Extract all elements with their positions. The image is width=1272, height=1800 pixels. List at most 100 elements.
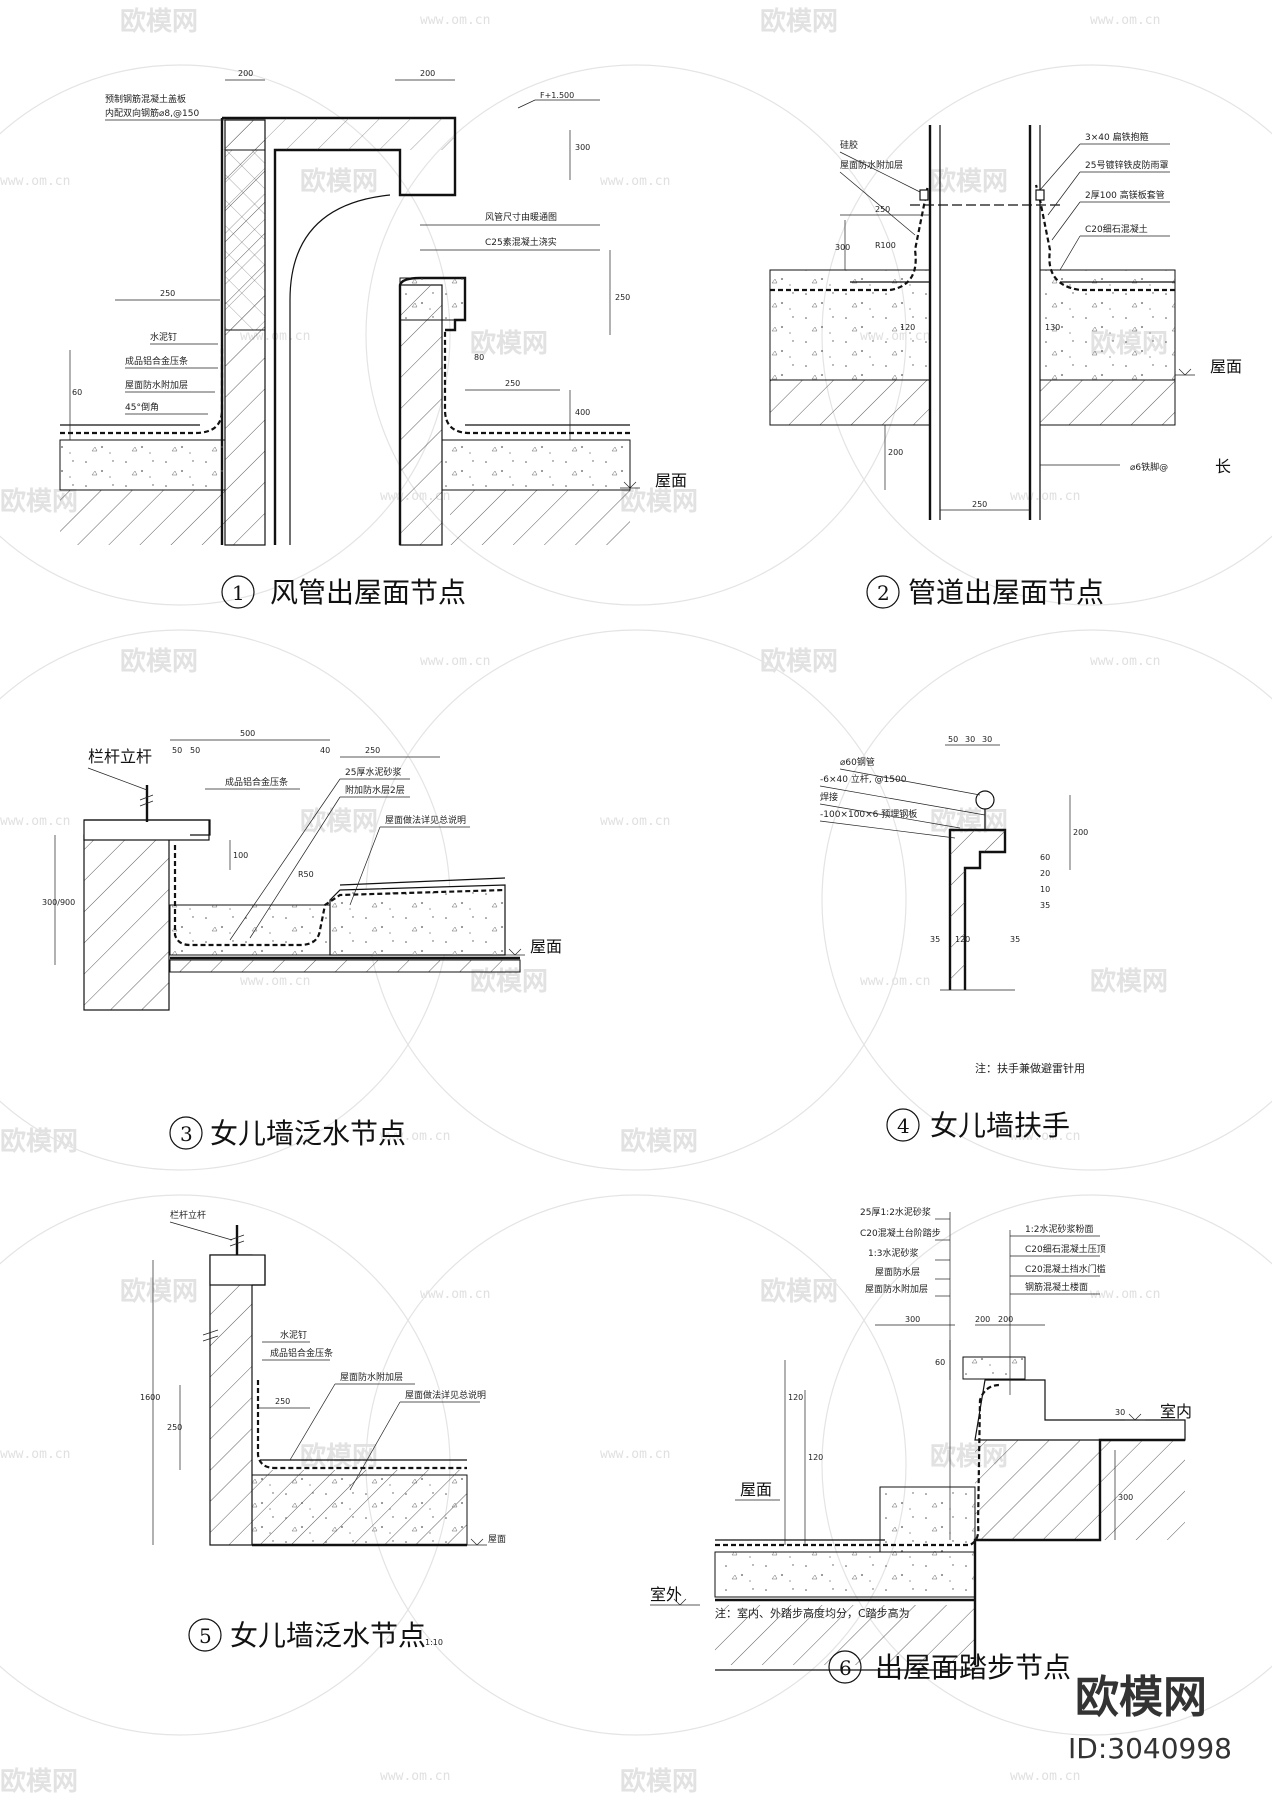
callout-label: 屋面做法详见总说明 — [405, 1389, 486, 1401]
dim-label: 35 — [1040, 901, 1050, 910]
dim-label: 60 — [1040, 853, 1050, 862]
watermark-logo: 欧模网 — [300, 1441, 378, 1472]
detail-5-parapet-flashing: 栏杆立杆 水泥钉 成品铝合金压条 屋面防水附加层 屋面做法详见总说明 1600 … — [140, 1209, 506, 1652]
watermark-logo: 欧模网 — [120, 1276, 198, 1307]
detail-title: 女儿墙扶手 — [930, 1109, 1070, 1142]
callout-label: 钢筋混凝土楼面 — [1025, 1281, 1088, 1293]
callout-label: 成品铝合金压条 — [225, 776, 288, 788]
callout-label: C20混凝土台阶踏步 — [860, 1227, 941, 1239]
callout-label: 1:2水泥砂浆粉面 — [1025, 1223, 1094, 1235]
dim-label: 250 — [615, 293, 630, 302]
watermark-layer: 欧模网 欧模网 www.om.cn www.om.cn 欧模网 欧模网 www.… — [0, 6, 1272, 1797]
watermark-url: www.om.cn — [1090, 13, 1160, 28]
detail-3-parapet-flashing: 栏杆立杆 成品铝合金压条 25厚水泥砂浆 附加防水层2层 屋面做法详见总说明 R… — [42, 729, 562, 1150]
dim-label: 30 — [1115, 1408, 1125, 1417]
watermark-logo: 欧模网 — [760, 1276, 838, 1307]
dim-label: 200 — [998, 1315, 1013, 1324]
watermark-logo: 欧模网 — [760, 6, 838, 37]
watermark-url: www.om.cn — [1010, 1129, 1080, 1144]
callout-label: 栏杆立杆 — [170, 1209, 206, 1221]
watermark-logo: 欧模网 — [620, 1126, 698, 1157]
level-roof-label: 屋面 — [740, 1480, 772, 1499]
level-roof-label: 屋面 — [530, 937, 562, 956]
dim-label: 200 — [238, 69, 253, 78]
watermark-logo: 欧模网 — [120, 646, 198, 677]
callout-label: 屋面防水附加层 — [840, 159, 903, 171]
dim-label: 50 — [948, 735, 958, 744]
callout-label: 屋面做法详见总说明 — [385, 814, 466, 826]
watermark-logo: 欧模网 — [620, 1766, 698, 1797]
watermark-url: www.om.cn — [600, 1447, 670, 1462]
brand-block: 欧模网 ID:3040998 — [1068, 1672, 1232, 1765]
dim-label: 120 — [955, 935, 970, 944]
dim-label: 200 — [1073, 828, 1088, 837]
dim-label: 250 — [505, 379, 520, 388]
detail-4-parapet-handrail: ⌀60钢管 -6×40 立杆, @1500 焊接 -100×100×6 预埋钢板… — [819, 735, 1088, 1142]
watermark-url: www.om.cn — [0, 814, 70, 829]
dim-label: 20 — [1040, 869, 1050, 878]
callout-label: 屋面防水附加层 — [865, 1283, 928, 1295]
dim-label: R100 — [875, 241, 896, 250]
callout-label: ⌀60钢管 — [840, 756, 875, 768]
callout-label: 3×40 扁铁抱箍 — [1085, 131, 1149, 143]
callout-label: C25素混凝土浇实 — [485, 236, 557, 248]
detail-2-pipe-roof-node: 硅胶 屋面防水附加层 3×40 扁铁抱箍 25号镀锌铁皮防雨罩 2厚100 高镁… — [769, 125, 1242, 609]
callout-label: 水泥钉 — [150, 331, 177, 343]
level-roof-label: 屋面 — [1210, 357, 1242, 376]
callout-label: 水泥钉 — [280, 1329, 307, 1341]
dim-label: 300/900 — [42, 898, 75, 907]
detail-number: 2 — [877, 581, 890, 605]
dim-label: 120 — [808, 1453, 823, 1462]
watermark-logo: 欧模网 — [300, 806, 378, 837]
callout-label: C20混凝土挡水门槛 — [1025, 1263, 1106, 1275]
callout-label: 1:3水泥砂浆 — [868, 1247, 919, 1259]
dim-label: 40 — [320, 746, 330, 755]
dim-label: 130 — [1045, 323, 1060, 332]
detail-number-circle — [221, 575, 255, 609]
dim-label: 250 — [275, 1397, 290, 1406]
watermark-logo: 欧模网 — [0, 1126, 78, 1157]
watermark-logo: 欧模网 — [760, 646, 838, 677]
dim-label: 400 — [575, 408, 590, 417]
callout-label: 硅胶 — [840, 139, 858, 151]
detail-number: 3 — [180, 1122, 193, 1146]
detail-number: 1 — [232, 581, 245, 605]
callout-label: 风管尺寸由暖通图 — [485, 211, 557, 223]
callout-label: 附加防水层2层 — [345, 784, 405, 796]
dim-label: 200 — [420, 69, 435, 78]
detail-number-circle — [188, 1618, 222, 1652]
brand-logo: 欧模网 — [1075, 1672, 1207, 1723]
detail-note: 注：扶手兼做避雷针用 — [975, 1061, 1085, 1075]
dim-label: 250 — [972, 500, 987, 509]
dim-label: 250 — [160, 289, 175, 298]
dim-label: 200 — [975, 1315, 990, 1324]
level-label: F+1.500 — [540, 91, 574, 100]
watermark-url: www.om.cn — [1010, 489, 1080, 504]
watermark-url: www.om.cn — [1090, 1287, 1160, 1302]
dim-label: R50 — [298, 870, 314, 879]
dim-label: 300 — [905, 1315, 920, 1324]
detail-number-circle — [866, 575, 900, 609]
dim-label: 300 — [575, 143, 590, 152]
brand-id: ID:3040998 — [1068, 1732, 1232, 1765]
callout-label: -100×100×6 预埋钢板 — [820, 808, 917, 820]
watermark-logo: 欧模网 — [120, 6, 198, 37]
watermark-logo: 欧模网 — [300, 166, 378, 197]
watermark-logo: 欧模网 — [470, 328, 548, 359]
callout-label: C20细石混凝土 — [1085, 223, 1148, 235]
detail-1-duct-roof-node: 200 200 F+1.500 250 250 300 250 80 60 40… — [59, 69, 687, 609]
watermark-url: www.om.cn — [600, 174, 670, 189]
dim-label: 35 — [930, 935, 940, 944]
callout-label: 屋面防水附加层 — [125, 379, 188, 391]
callout-label: 预制钢筋混凝土盖板 — [105, 93, 186, 105]
dim-label: 30 — [982, 735, 992, 744]
dim-label: 60 — [935, 1358, 945, 1367]
dim-label: 50 — [172, 746, 182, 755]
dim-label: 250 — [167, 1423, 182, 1432]
dim-label: 35 — [1010, 935, 1020, 944]
callout-label: 45°倒角 — [125, 401, 159, 413]
callout-label: 长 — [1215, 457, 1231, 476]
callout-label: C20细石混凝土压顶 — [1025, 1243, 1106, 1255]
dim-label: 10 — [1040, 885, 1050, 894]
